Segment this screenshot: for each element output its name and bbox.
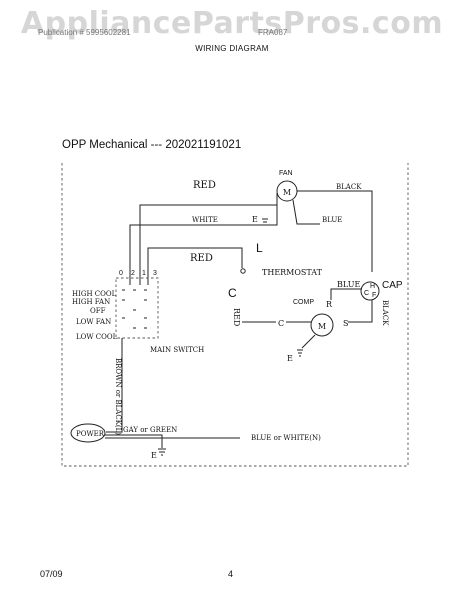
capacitor-label: CAP — [382, 280, 403, 291]
compressor-ground-wire — [301, 334, 316, 349]
blue-white-label: BLUE or WHITE(N) — [251, 434, 321, 442]
capacitor-icon — [360, 281, 380, 301]
switch-col-3: 3 — [153, 270, 157, 277]
brown-black-wire — [106, 338, 123, 433]
switch-contacts — [122, 289, 147, 329]
red-wire-top — [139, 193, 278, 285]
thermostat-c-terminal: C — [228, 286, 237, 300]
compressor-r-terminal: R — [326, 300, 333, 309]
fan-ground-icon — [262, 218, 268, 226]
switch-col-0: 0 — [119, 270, 123, 277]
compressor-ground-label: E — [287, 354, 293, 363]
blue-fan-wire — [292, 199, 320, 225]
fan-ground-label: E — [252, 215, 258, 224]
white-label: WHITE — [192, 216, 218, 224]
main-switch-label: MAIN SWITCH — [150, 346, 204, 354]
model-number: FRA087 — [258, 28, 288, 37]
black-right-wire — [348, 300, 373, 323]
diagram-border — [61, 163, 409, 467]
power-plug-icon — [70, 423, 106, 443]
thermostat-contact-icon — [240, 268, 246, 274]
white-wire — [129, 199, 278, 285]
power-ground-label: E — [151, 451, 157, 460]
page-number: 4 — [228, 569, 234, 579]
blue-fan-label: BLUE — [322, 216, 342, 224]
switch-row-low-cool: LOW COOL — [76, 333, 118, 341]
black-right-label: BLACK — [381, 300, 389, 326]
red-top-label: RED — [193, 180, 216, 191]
document-title: WIRING DIAGRAM — [195, 44, 269, 53]
capacitor-f-terminal: F — [372, 292, 376, 299]
black-wire-top — [297, 190, 373, 272]
blue-cap-label: BLUE — [337, 280, 360, 289]
gray-green-label: GAY or GREEN — [123, 426, 177, 434]
compressor-label: COMP — [293, 299, 314, 306]
fan-motor-symbol: M — [283, 188, 291, 197]
switch-row-low-fan: LOW FAN — [76, 318, 111, 326]
switch-col-1: 1 — [142, 270, 146, 277]
publication-number: Publication # 5995602281 — [38, 28, 131, 37]
compressor-s-terminal: S — [343, 319, 348, 328]
compressor-motor-icon — [310, 313, 334, 337]
power-label: POWER — [76, 430, 105, 438]
thermostat-label: THERMOSTAT — [262, 268, 323, 277]
red-vert-label: RED — [232, 308, 241, 326]
capacitor-h-terminal: H — [370, 283, 375, 290]
gray-green-wire — [105, 434, 163, 448]
watermark: AppliancePartsPros.com — [20, 6, 444, 41]
compressor-r-wire — [330, 288, 336, 300]
main-switch-box — [115, 277, 159, 339]
switch-row-high-fan: HIGH FAN — [72, 298, 110, 306]
switch-col-2: 2 — [131, 270, 135, 277]
black-top-label: BLACK — [336, 183, 362, 191]
diagram-title: OPP Mechanical --- 202021191021 — [62, 139, 242, 151]
thermostat-l-terminal: L — [256, 241, 263, 255]
red-therm-label: RED — [190, 253, 213, 264]
switch-row-off: OFF — [90, 307, 106, 315]
capacitor-c-terminal: C — [364, 290, 369, 297]
footer-date: 07/09 — [40, 569, 63, 579]
fan-label: FAN — [279, 170, 293, 177]
red-therm-wire — [147, 247, 243, 285]
power-ground-icon — [158, 448, 166, 456]
brown-black-label: BROWN or BLACK(L) — [114, 358, 122, 435]
compressor-motor-symbol: M — [318, 322, 326, 331]
compressor-ground-icon — [297, 349, 303, 357]
switch-row-high-cool: HIGH COOL — [72, 290, 117, 298]
compressor-c-terminal: C — [278, 319, 284, 328]
